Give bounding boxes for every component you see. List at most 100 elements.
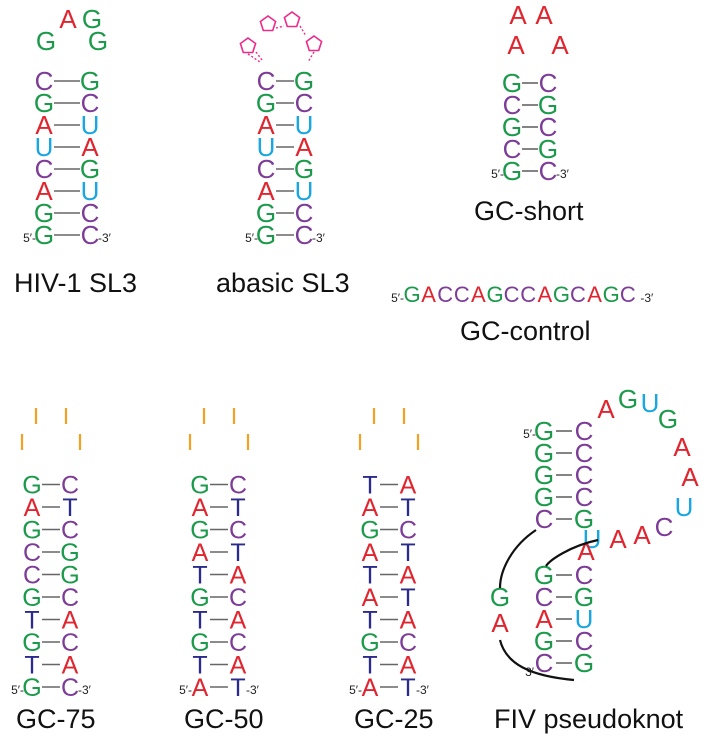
gc-control-nucleotide: C bbox=[437, 282, 453, 307]
fiv-loop1-nucleotide: A bbox=[673, 432, 691, 462]
fiv-stem1-nucleotide: G bbox=[534, 416, 554, 446]
five-prime-label: 5′- bbox=[523, 427, 536, 441]
gc-75-nucleotide: G bbox=[22, 472, 41, 500]
gc-50-nucleotide: G bbox=[190, 584, 209, 612]
gc-50-nucleotide: G bbox=[190, 629, 209, 657]
hiv1-sl3-nucleotide: U bbox=[35, 132, 54, 162]
gc-75-nucleotide: C bbox=[61, 517, 79, 545]
hiv1-sl3-nucleotide: G bbox=[80, 66, 100, 96]
gc-25-nucleotide: A bbox=[400, 607, 417, 635]
gc-short-nucleotide: C bbox=[539, 112, 558, 142]
hiv1-sl3-loop-nucleotide: G bbox=[88, 26, 108, 56]
five-prime-label: 5′- bbox=[179, 683, 192, 697]
hiv1-sl3-nucleotide: A bbox=[35, 176, 53, 206]
gc-control-nucleotide: C bbox=[520, 282, 536, 307]
gc-control-nucleotide: A bbox=[587, 282, 602, 307]
gc-75-nucleotide: C bbox=[61, 472, 79, 500]
gc-50-nucleotide: T bbox=[192, 607, 207, 635]
gc-25-nucleotide: C bbox=[399, 517, 417, 545]
fiv-backbone-lines bbox=[498, 529, 599, 682]
fiv-loop1-nucleotide: C bbox=[655, 512, 674, 542]
gc-short-nucleotide: G bbox=[538, 134, 558, 164]
fiv-stem1-nucleotide: C bbox=[575, 438, 594, 468]
five-prime-label: 5′- bbox=[23, 231, 36, 245]
gc-50-nucleotide: G bbox=[190, 472, 209, 500]
gc-50-nucleotide: A bbox=[230, 562, 247, 590]
gc-75-nucleotide: C bbox=[23, 539, 41, 567]
hiv1-sl3-nucleotide: C bbox=[81, 198, 100, 228]
fiv-loop1-nucleotide: A bbox=[681, 462, 699, 492]
gc-50-nucleotide: A bbox=[192, 539, 209, 567]
gc-short-nucleotide: C bbox=[503, 134, 522, 164]
three-prime-label: -3′ bbox=[78, 683, 92, 697]
gc-25-nucleotide: T bbox=[400, 539, 415, 567]
gc-25-loop-marks bbox=[358, 408, 420, 450]
caption-gc-control: GC-control bbox=[460, 316, 591, 346]
gc-75-nucleotide: T bbox=[24, 652, 39, 680]
gc-75-nucleotide: C bbox=[61, 674, 79, 702]
gc-25-nucleotide: T bbox=[362, 652, 377, 680]
fiv-stem1-nucleotide: G bbox=[574, 504, 594, 534]
abasic-sl3-nucleotide: G bbox=[294, 154, 314, 184]
gc-50-nucleotide: T bbox=[192, 562, 207, 590]
gc-control-nucleotide: C bbox=[620, 282, 636, 307]
gc-25-nucleotide: A bbox=[362, 539, 379, 567]
fiv-stem1-nucleotide: C bbox=[575, 482, 594, 512]
five-prime-label: 5′- bbox=[391, 291, 404, 305]
fiv-stem2-nucleotide: G bbox=[574, 648, 594, 678]
gc-25-nucleotide: G bbox=[360, 517, 379, 545]
caption-fiv-pseudoknot: FIV pseudoknot bbox=[494, 704, 684, 734]
gc-short-nucleotide: G bbox=[502, 68, 522, 98]
gc-25-nucleotide: G bbox=[360, 629, 379, 657]
abasic-sugar-ring bbox=[283, 11, 301, 28]
gc-75-nucleotide: G bbox=[60, 539, 79, 567]
fiv-loop1-nucleotide: A bbox=[633, 520, 651, 550]
gc-75-nucleotide: T bbox=[62, 494, 77, 522]
fiv-stem2-nucleotide: C bbox=[575, 560, 594, 590]
gc-50-nucleotide: A bbox=[192, 674, 209, 702]
abasic-sl3-nucleotide: G bbox=[256, 198, 276, 228]
gc-50-loop-marks bbox=[188, 408, 250, 450]
gc-75-nucleotide: G bbox=[60, 562, 79, 590]
gc-50-nucleotide: C bbox=[229, 629, 247, 657]
gc-short-nucleotide: G bbox=[502, 112, 522, 142]
three-prime-label: -3′ bbox=[312, 231, 326, 245]
hiv1-sl3-loop-nucleotide: A bbox=[59, 4, 77, 34]
gc-control-nucleotide: A bbox=[471, 282, 486, 307]
gc-75-nucleotide: C bbox=[61, 629, 79, 657]
fiv-loop1-nucleotide: U bbox=[675, 492, 694, 522]
gc-50-nucleotide: G bbox=[190, 517, 209, 545]
fiv-loop1-nucleotide: A bbox=[609, 524, 627, 554]
hiv1-sl3-nucleotide: A bbox=[35, 110, 53, 140]
gc-75-nucleotide: G bbox=[22, 629, 41, 657]
fiv-stem1-nucleotide: G bbox=[534, 482, 554, 512]
abasic-sl3-nucleotide: C bbox=[295, 198, 314, 228]
gc-short-nucleotide: G bbox=[538, 90, 558, 120]
abasic-sl3-nucleotide: C bbox=[295, 220, 314, 250]
gc-25-nucleotide: A bbox=[362, 674, 379, 702]
gc-75-nucleotide: A bbox=[62, 607, 79, 635]
caption-hiv1-sl3: HIV-1 SL3 bbox=[14, 268, 138, 298]
fiv-stem2-nucleotide: G bbox=[534, 560, 554, 590]
gc-control-nucleotide: C bbox=[570, 282, 586, 307]
gc-25-nucleotide: C bbox=[399, 629, 417, 657]
caption-gc-50: GC-50 bbox=[184, 704, 264, 734]
fiv-stem2-nucleotide: C bbox=[575, 626, 594, 656]
gc-75-nucleotide: C bbox=[61, 584, 79, 612]
abasic-sl3-nucleotide: G bbox=[256, 220, 276, 250]
gc-control-nucleotide: A bbox=[537, 282, 552, 307]
gc-75-nucleotide: G bbox=[22, 674, 41, 702]
gc-75-nucleotide: A bbox=[62, 652, 79, 680]
gc-50-nucleotide: C bbox=[229, 517, 247, 545]
gc-control-nucleotide: G bbox=[553, 282, 570, 307]
gc-25-nucleotide: A bbox=[362, 494, 379, 522]
gc-75-nucleotide: G bbox=[22, 584, 41, 612]
abasic-sl3-nucleotide: C bbox=[257, 66, 276, 96]
gc-50-nucleotide: T bbox=[230, 494, 245, 522]
gc-control-nucleotide: C bbox=[454, 282, 470, 307]
five-prime-label: 5′- bbox=[349, 683, 362, 697]
fiv-loop2-nucleotide: A bbox=[491, 608, 509, 638]
fiv-stem2-nucleotide: G bbox=[534, 626, 554, 656]
gc-50-nucleotide: C bbox=[229, 472, 247, 500]
